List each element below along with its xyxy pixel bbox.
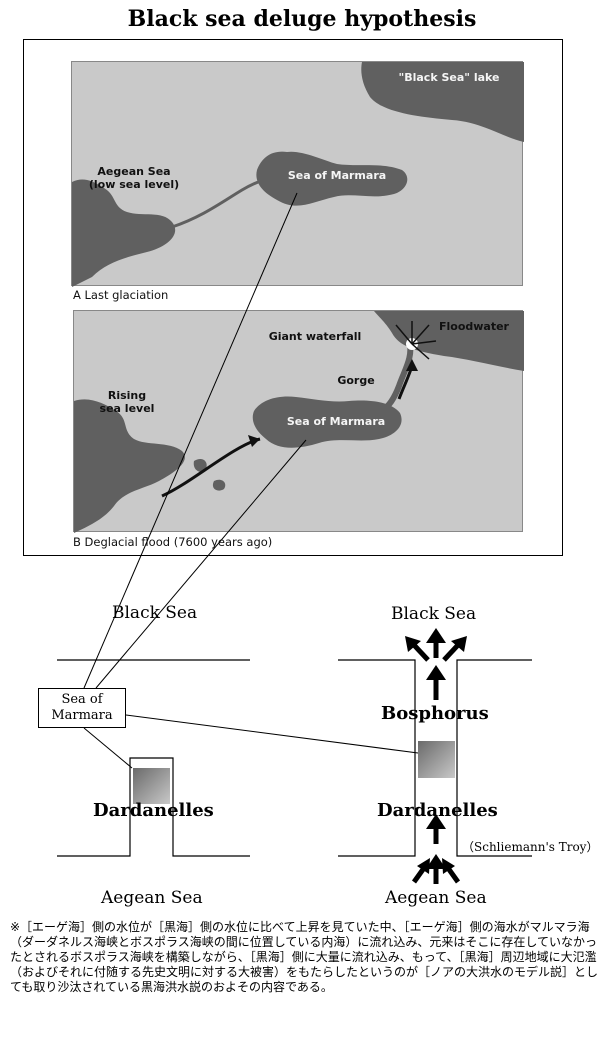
label-floodwater: Floodwater [438, 320, 509, 333]
left-dardanelles-label: Dardanelles [93, 800, 214, 821]
gorge-shape [380, 340, 414, 414]
connector-line-right-square [125, 714, 419, 754]
connector-line-left-square [83, 727, 133, 769]
flood-arrow-head-gorge [406, 359, 418, 371]
explanatory-note: ※［エーゲ海］側の水位が［黒海］側の水位に比べて上昇を見ていた中、［エーゲ海］側… [10, 920, 599, 994]
black-sea-lake-shape [361, 62, 524, 142]
aegean-rising-shape [74, 399, 185, 533]
right-marmara-square [418, 741, 455, 778]
label-giant-waterfall: Giant waterfall [268, 330, 362, 343]
right-channel-right-wall [456, 659, 532, 857]
label-aegean-low: Aegean Sea (low sea level) [88, 165, 180, 191]
floodwater-rays [395, 321, 437, 360]
label-marmara-b: Sea of Marmara [286, 415, 386, 428]
bosphorus-label: Bosphorus [381, 703, 489, 724]
caption-panel-a: A Last glaciation [73, 288, 169, 302]
right-black-sea-label: Black Sea [391, 604, 477, 624]
aegean-low-shape [72, 179, 176, 287]
page-title: Black sea deluge hypothesis [127, 6, 477, 32]
right-dardanelles-label: Dardanelles [377, 800, 498, 821]
left-marmara-square [133, 768, 170, 804]
sea-of-marmara-box-text: Sea of Marmara [51, 692, 113, 723]
schliemann-troy-label: （Schliemann's Troy） [462, 840, 599, 854]
map-panel-deglacial-flood: Giant waterfall Floodwater Gorge Rising … [73, 310, 524, 533]
label-marmara-a: Sea of Marmara [287, 169, 387, 182]
right-channel-left-wall [338, 659, 416, 857]
left-black-sea-label: Black Sea [112, 603, 198, 623]
sea-of-marmara-box: Sea of Marmara [38, 688, 126, 728]
left-aegean-sea-label: Aegean Sea [101, 888, 203, 908]
flow-arrows-bottom [411, 814, 461, 884]
marmara-shape [256, 151, 408, 206]
map-panel-last-glaciation: "Black Sea" lake Aegean Sea (low sea lev… [71, 61, 524, 287]
label-gorge: Gorge [337, 374, 375, 387]
river-line [171, 175, 273, 229]
flow-arrows-top [405, 628, 467, 700]
label-rising-sea-level: Rising sea level [99, 389, 155, 415]
right-aegean-sea-label: Aegean Sea [385, 888, 487, 908]
caption-panel-b: B Deglacial flood (7600 years ago) [73, 535, 273, 549]
label-black-sea-lake: "Black Sea" lake [398, 71, 500, 84]
